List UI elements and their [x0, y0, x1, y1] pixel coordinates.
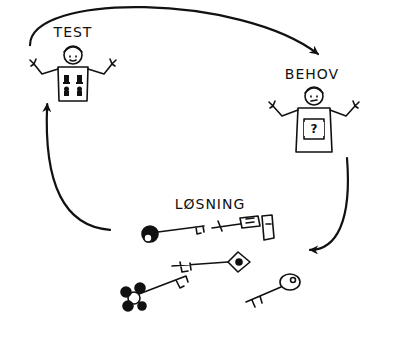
key-hole — [236, 259, 242, 265]
shirt — [296, 108, 332, 152]
head — [64, 46, 82, 64]
key — [212, 215, 274, 240]
chess-piece — [77, 91, 82, 96]
keys — [121, 215, 300, 311]
right-arm — [330, 101, 359, 116]
head — [305, 87, 323, 105]
key-head — [138, 302, 146, 310]
stage-title: LØSNING — [175, 196, 246, 212]
key — [246, 274, 300, 307]
key-hole — [291, 278, 296, 283]
left-arm — [30, 59, 58, 74]
key-head — [123, 301, 133, 311]
cycle-arrow — [47, 104, 110, 230]
key-head — [280, 274, 300, 290]
key-shaft — [212, 216, 260, 231]
chess-piece — [64, 75, 69, 82]
key-head — [142, 226, 158, 242]
key-shaft — [139, 276, 188, 294]
chess-piece — [64, 91, 69, 96]
cycle-arrow — [30, 7, 318, 54]
key — [142, 226, 204, 242]
key-shaft — [172, 262, 228, 272]
stage-node: TEST — [30, 20, 116, 104]
chess-pieces — [63, 75, 83, 96]
face — [311, 96, 317, 101]
shirt — [58, 67, 88, 101]
key-bit — [262, 215, 274, 240]
shirt-symbol: ? — [304, 122, 324, 136]
tester-figure — [30, 46, 116, 101]
chess-piece — [77, 87, 82, 92]
question-box — [304, 119, 324, 139]
right-arm — [88, 59, 116, 74]
needs-figure — [269, 87, 359, 152]
key-shaft — [158, 226, 204, 234]
key-shaft — [246, 287, 281, 307]
hair — [64, 47, 82, 52]
key-bit — [246, 218, 254, 223]
chess-piece — [76, 82, 83, 84]
stage-node: LØSNING — [110, 192, 310, 318]
stage-node: BEHOV — [262, 54, 362, 158]
key — [172, 252, 250, 272]
key-ring — [144, 234, 152, 242]
key-head — [228, 252, 250, 272]
hair — [305, 88, 323, 93]
chess-piece — [64, 87, 69, 92]
cycle-arrow — [310, 158, 348, 250]
chess-piece — [77, 75, 82, 82]
stage-title: TEST — [54, 24, 93, 40]
stage-title: BEHOV — [285, 66, 339, 82]
key-head — [121, 287, 131, 297]
left-arm — [269, 101, 298, 116]
key — [121, 276, 188, 311]
face — [70, 56, 76, 61]
chess-piece — [63, 82, 70, 84]
